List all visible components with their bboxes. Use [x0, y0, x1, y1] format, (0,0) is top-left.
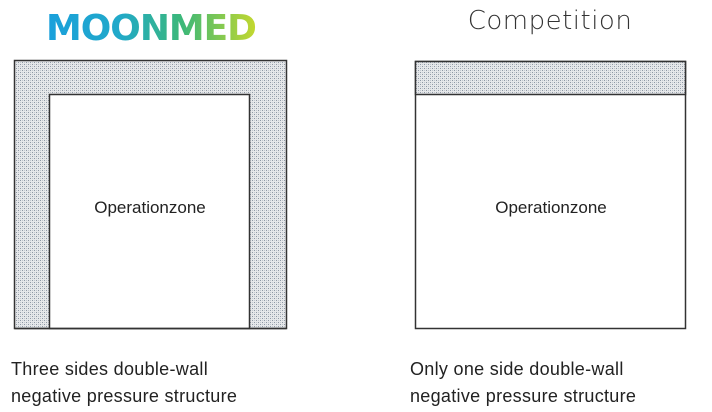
left-zone-label: Operationzone — [94, 198, 206, 217]
right-caption-line2: negative pressure structure — [410, 386, 637, 406]
logo-text: MOONMED — [46, 8, 256, 46]
diagrams — [13, 59, 687, 330]
moonmed-logo: MOONMED — [46, 8, 257, 46]
competition-heading: Competition — [467, 6, 633, 36]
right-diagram — [414, 60, 687, 330]
right-outer-box — [414, 60, 687, 330]
left-diagram — [13, 59, 288, 330]
right-caption: Only one side double-wall negative press… — [410, 356, 636, 410]
right-zone-label: Operationzone — [495, 198, 607, 217]
left-caption: Three sides double-wall negative pressur… — [11, 356, 237, 410]
right-caption-line1: Only one side double-wall — [410, 359, 624, 379]
left-operation-zone — [48, 93, 251, 330]
left-caption-line1: Three sides double-wall — [11, 359, 208, 379]
right-top-wall — [414, 60, 687, 96]
left-caption-line2: negative pressure structure — [11, 386, 238, 406]
